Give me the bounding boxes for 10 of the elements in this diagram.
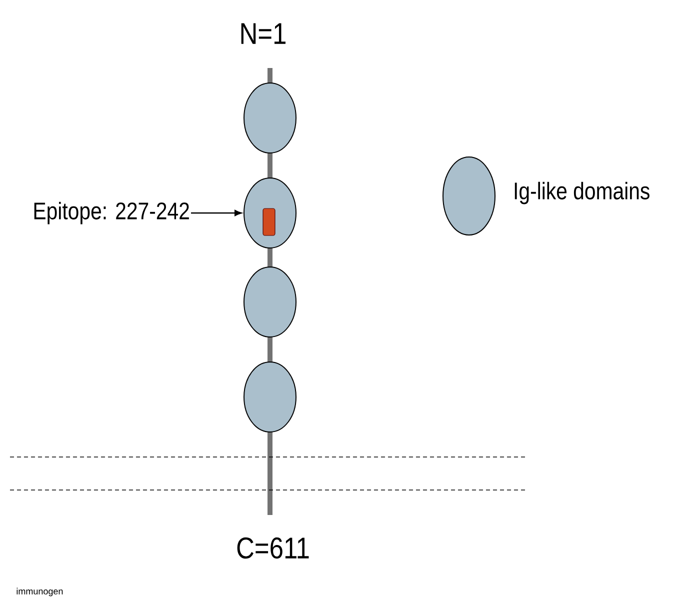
epitope-marker (262, 208, 276, 236)
domain-ellipse (244, 266, 296, 338)
terminus-label: N=1 (241, 23, 286, 44)
terminus-label: C=611 (237, 537, 309, 559)
legend-label: Ig-like domains (514, 182, 650, 204)
small-caption: immunogen (16, 588, 63, 596)
domain-ellipse (244, 82, 296, 154)
domain-ellipse (244, 362, 296, 432)
arrow (191, 210, 242, 216)
callout-label: Epitope: 227-242 (34, 202, 189, 224)
